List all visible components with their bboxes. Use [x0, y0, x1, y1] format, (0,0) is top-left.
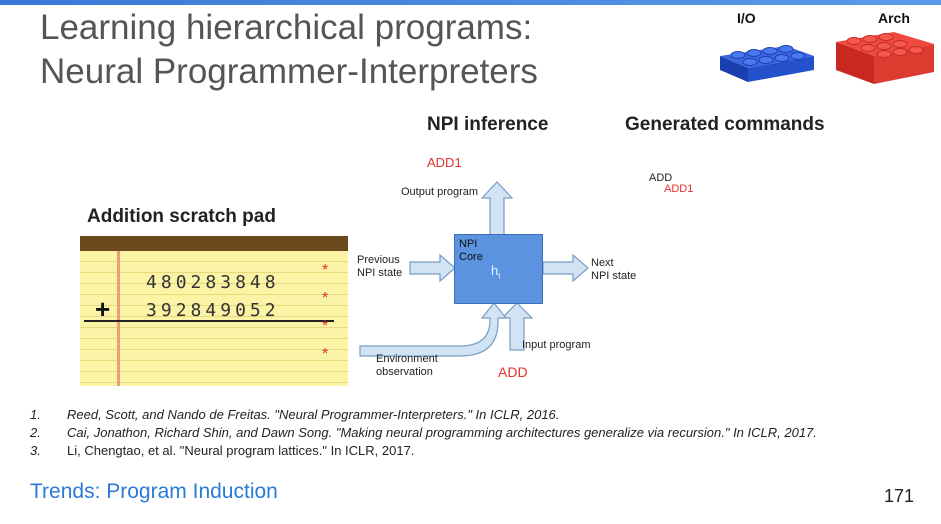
marker-star-3: *: [322, 318, 329, 335]
next-state-arrow: [542, 253, 589, 283]
output-program-label: Output program: [401, 186, 479, 198]
arch-label: Arch: [878, 10, 910, 26]
sum-line: [84, 320, 334, 322]
red-lego-brick-icon: [836, 32, 934, 84]
addend-row-1: 480283848: [146, 272, 280, 293]
reference-item: 3.Li, Chengtao, et al. "Neural program l…: [30, 443, 415, 458]
reference-item: 2.Cai, Jonathon, Richard Shin, and Dawn …: [30, 425, 817, 440]
reference-item: 1.Reed, Scott, and Nando de Freitas. "Ne…: [30, 407, 560, 422]
references-list: 1.Reed, Scott, and Nando de Freitas. "Ne…: [30, 406, 817, 460]
npi-diagram-arrows: [359, 181, 589, 357]
footer-title: Trends: Program Induction: [30, 480, 278, 503]
title-line-2: Neural Programmer-Interpreters: [40, 52, 538, 91]
core-label-npi: NPI: [459, 238, 478, 250]
command-1: ADD: [649, 172, 673, 184]
input-program-label: Input program: [522, 339, 591, 351]
generated-commands-heading: Generated commands: [625, 114, 825, 135]
npi-core-box: NPI Core ht: [454, 234, 543, 304]
ruled-lines: [80, 251, 348, 386]
marker-star-4: *: [322, 346, 329, 363]
marker-star-1: *: [322, 262, 329, 279]
output-program-value: ADD1: [427, 155, 462, 170]
marker-star-2: *: [322, 290, 329, 307]
output-arrow: [480, 181, 514, 239]
plus-sign: +: [95, 294, 111, 324]
previous-state-arrow: [409, 253, 456, 283]
environment-arrow: [359, 302, 508, 357]
core-label-core: Core: [459, 251, 483, 263]
io-label: I/O: [737, 10, 756, 26]
input-program-arrow: [500, 302, 534, 351]
slide-title: Learning hierarchical programs: Neural P…: [40, 6, 538, 94]
command-2: ADD1: [664, 183, 694, 195]
scratch-pad-binding: [80, 236, 348, 251]
input-program-value: ADD: [498, 364, 528, 380]
scratch-pad: [80, 236, 348, 386]
blue-lego-brick-icon: [720, 45, 814, 82]
addend-row-2: 392849052: [146, 300, 280, 321]
page-number: 171: [884, 486, 915, 506]
npi-inference-heading: NPI inference: [427, 114, 549, 135]
core-state-label: ht: [491, 263, 501, 281]
scratch-pad-heading: Addition scratch pad: [87, 206, 276, 227]
top-accent-bar: [0, 0, 941, 5]
margin-line: [117, 251, 120, 386]
title-line-1: Learning hierarchical programs:: [40, 8, 533, 47]
